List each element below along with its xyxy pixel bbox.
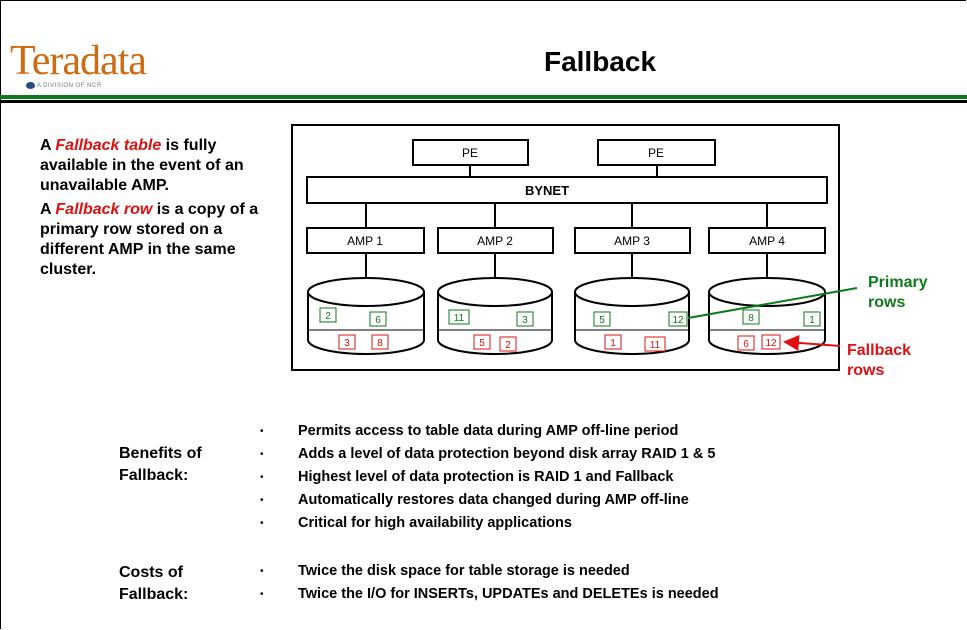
fallback-row-value: 6 — [743, 339, 749, 350]
fallback-row-value: 1 — [610, 338, 616, 349]
benefits-list: Permits access to table data during AMP … — [260, 420, 715, 535]
ncr-logo-icon — [26, 82, 35, 89]
bynet-box — [306, 176, 828, 204]
intro-p2-prefix: A — [40, 201, 56, 218]
fallback-row-value: 11 — [650, 340, 661, 351]
intro-p1-suffix: is fully available in the event of an un… — [40, 137, 244, 194]
primary-row-boxes — [319, 307, 821, 327]
pe-box-2 — [597, 139, 716, 166]
list-item: Twice the I/O for INSERTs, UPDATEs and D… — [260, 583, 719, 606]
list-item: Critical for high availability applicati… — [260, 512, 715, 535]
primary-row-value: 11 — [454, 313, 465, 324]
primary-row-value: 12 — [672, 315, 684, 326]
primary-row-value: 3 — [522, 315, 528, 326]
teradata-logo: Teradata A DIVISION OF NCR — [4, 38, 166, 94]
amp-box-1 — [306, 227, 425, 254]
amp-label-2: AMP 2 — [477, 234, 513, 248]
primary-row-value: 1 — [809, 315, 815, 326]
amp-connectors — [365, 203, 768, 281]
intro-paragraph-1: A Fallback table is fully available in t… — [40, 136, 260, 196]
fallback-row-value: 2 — [505, 340, 511, 351]
list-item: Twice the disk space for table storage i… — [260, 560, 719, 583]
amp-label-3: AMP 3 — [614, 234, 650, 248]
fallback-row-value: 8 — [377, 338, 383, 349]
pe-label-1: PE — [462, 146, 478, 160]
intro-p2-suffix: is a copy of a primary row stored on a d… — [40, 201, 259, 278]
fallback-callout-arrow — [783, 334, 841, 351]
fallback-row-value: 3 — [344, 338, 350, 349]
fallback-row-boxes — [338, 334, 781, 352]
logo-tagline-text: A DIVISION OF NCR — [36, 83, 102, 90]
primary-row-value: 2 — [325, 311, 331, 322]
header-rule-black — [0, 100, 967, 103]
list-item: Highest level of data protection is RAID… — [260, 466, 715, 489]
amp-label-4: AMP 4 — [749, 234, 785, 248]
pe-label-2: PE — [648, 146, 664, 160]
disk-amp-1 — [307, 277, 425, 355]
intro-p1-prefix: A — [40, 137, 56, 154]
header-rule-green — [0, 95, 967, 99]
logo-tagline: A DIVISION OF NCR — [26, 82, 102, 89]
primary-row-value: 8 — [748, 313, 754, 324]
logo-wordmark: Teradata — [10, 38, 147, 84]
primary-row-value: 5 — [599, 315, 605, 326]
amp-box-3 — [574, 227, 691, 254]
primary-row-value: 6 — [375, 315, 381, 326]
intro-paragraph-2: A Fallback row is a copy of a primary ro… — [40, 200, 260, 280]
amp-box-2 — [437, 227, 554, 254]
list-item: Automatically restores data changed duri… — [260, 489, 715, 512]
fallback-row-value: 12 — [765, 338, 777, 349]
bynet-label: BYNET — [525, 183, 569, 198]
page-title: Fallback — [543, 46, 657, 77]
intro-p2-emphasis: Fallback row — [55, 201, 153, 218]
pe-box-1 — [412, 139, 529, 166]
fallback-row-value: 5 — [479, 338, 485, 349]
list-item: Adds a level of data protection beyond d… — [260, 443, 715, 466]
amp-box-4 — [708, 227, 826, 254]
intro-text: A Fallback table is fully available in t… — [40, 136, 260, 284]
amp-label-1: AMP 1 — [347, 234, 383, 248]
costs-list: Twice the disk space for table storage i… — [260, 560, 719, 606]
disk-amp-2 — [437, 277, 553, 355]
intro-p1-emphasis: Fallback table — [55, 137, 162, 154]
list-item: Permits access to table data during AMP … — [260, 420, 715, 443]
primary-callout-pointer — [687, 287, 858, 319]
